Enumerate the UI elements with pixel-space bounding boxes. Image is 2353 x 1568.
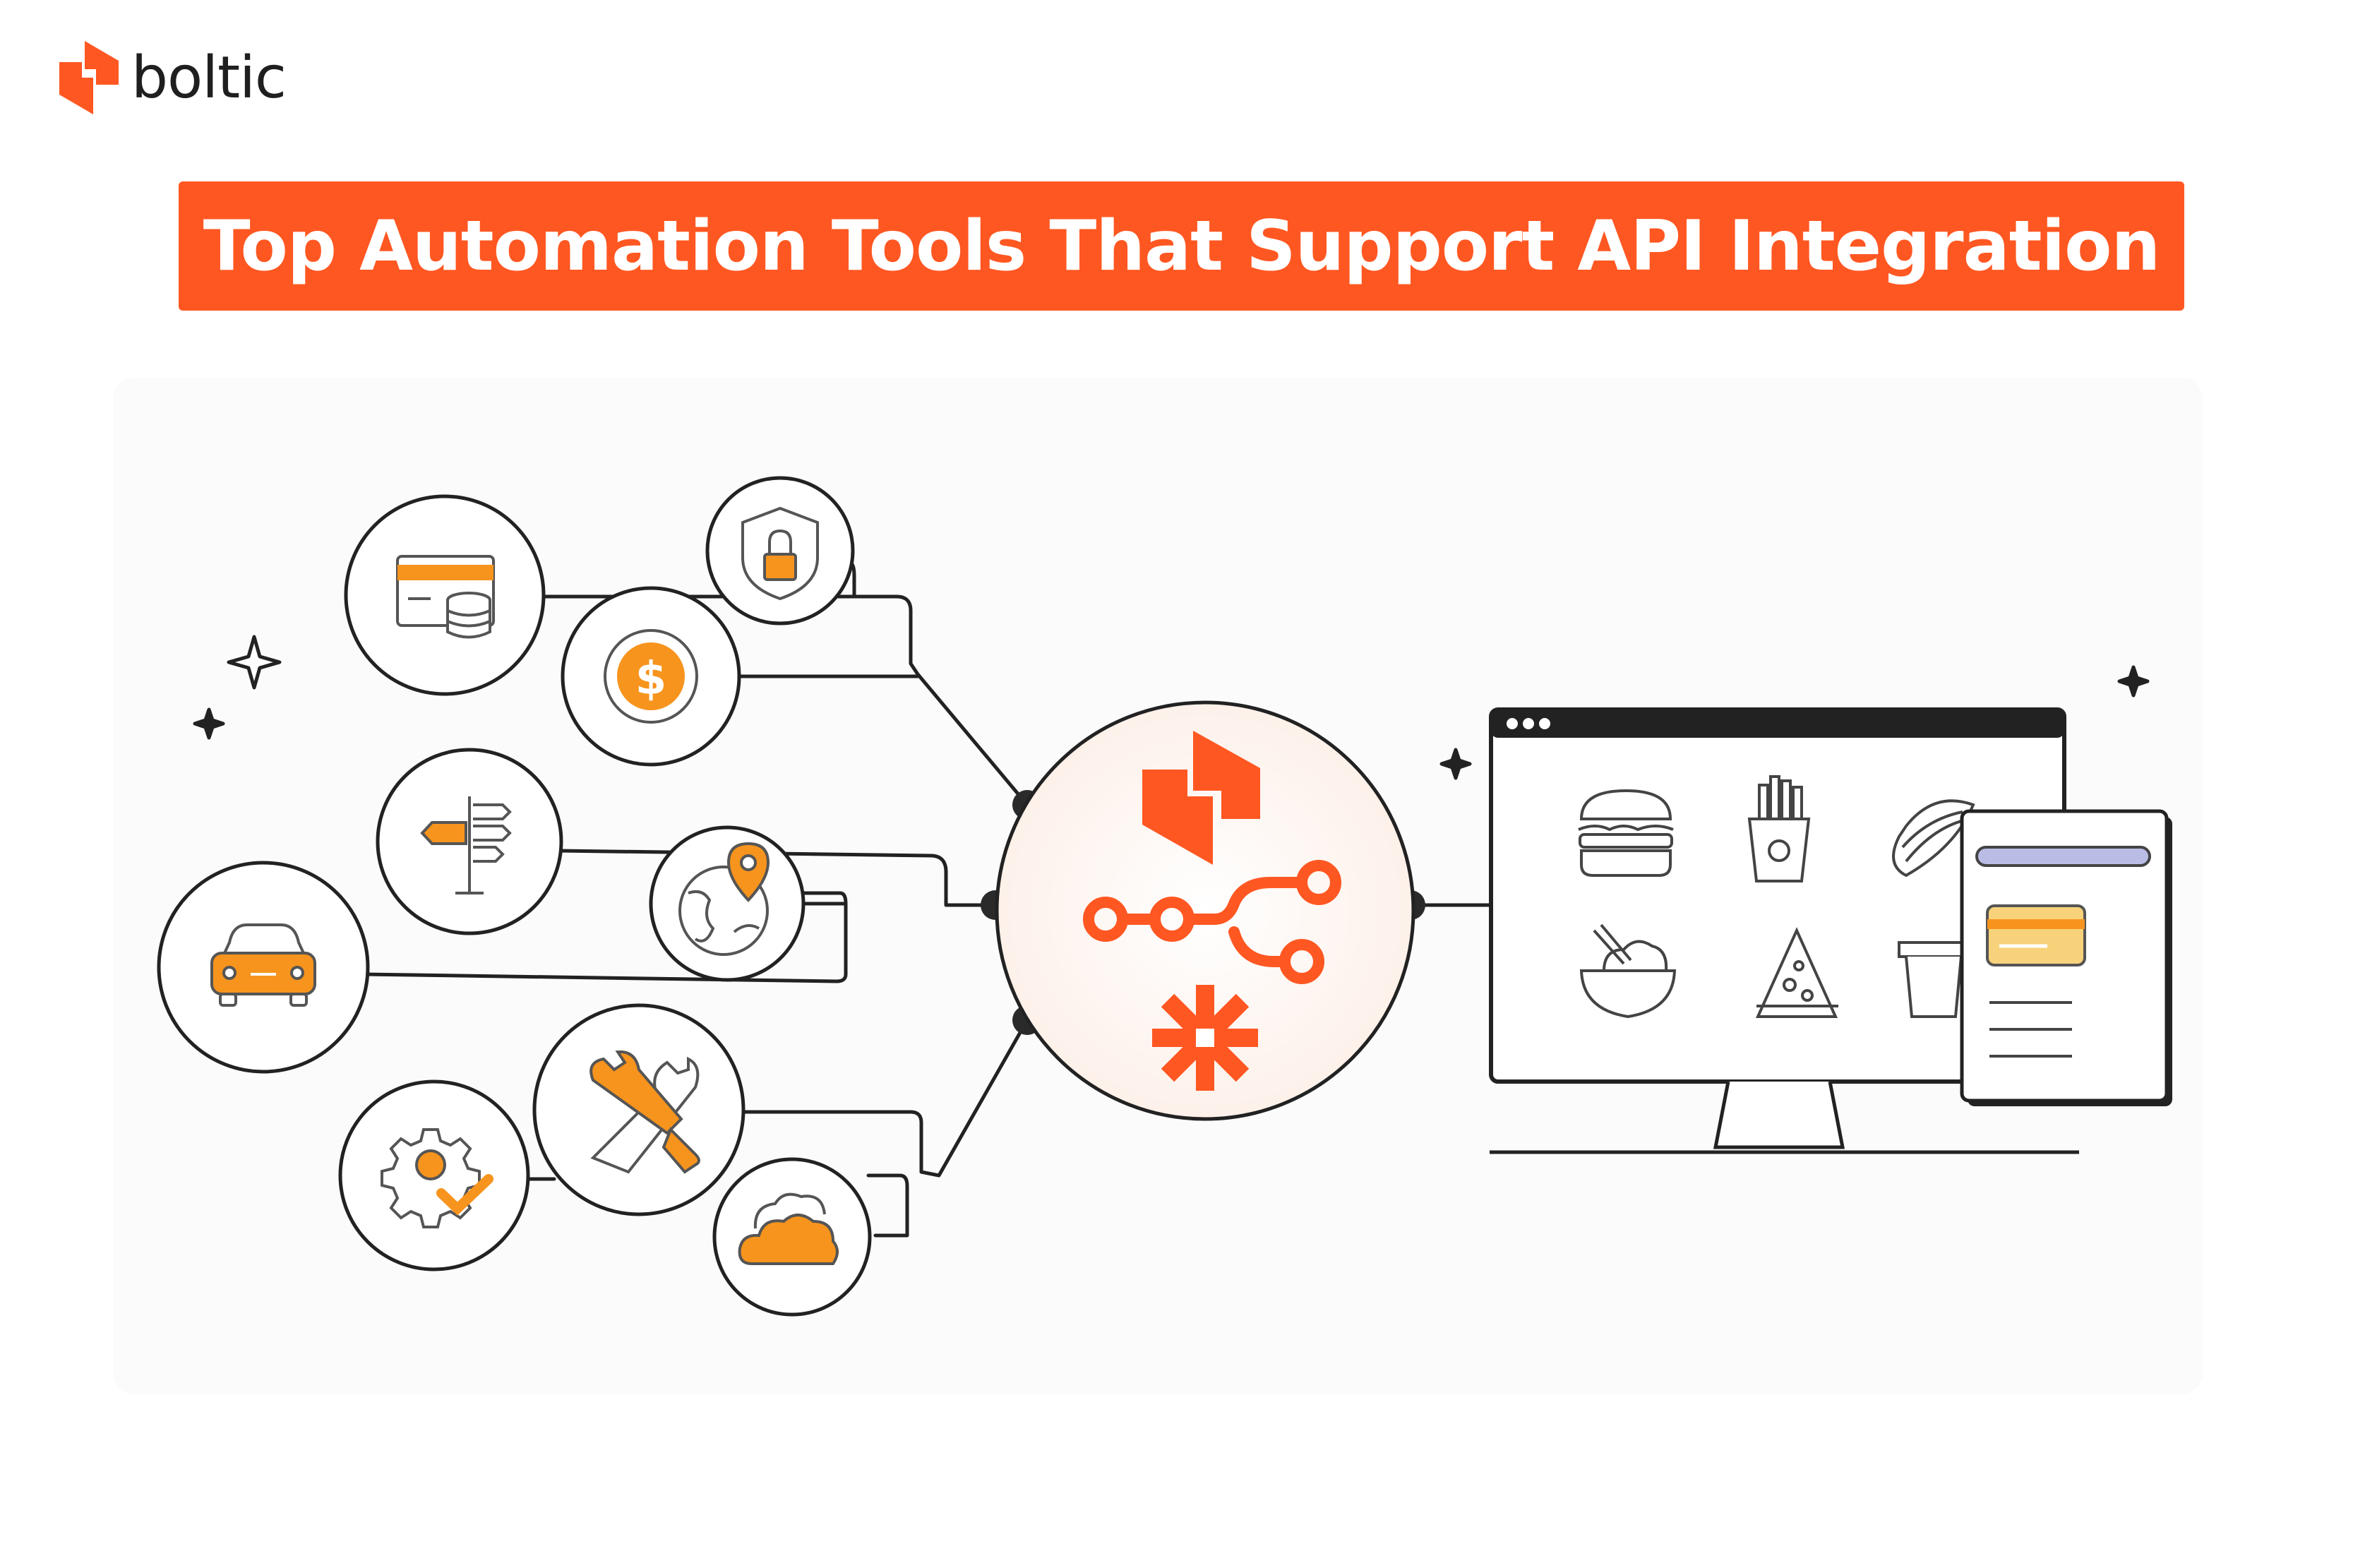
page-title: Top Automation Tools That Support API In… — [203, 205, 2161, 287]
connector-lines — [361, 559, 1492, 1238]
noodle-bowl-icon — [1579, 923, 1677, 1019]
gear-check-icon — [381, 1128, 493, 1228]
credit-card-icon — [1986, 904, 2086, 966]
cloud-node — [712, 1157, 872, 1317]
fries-icon — [1747, 775, 1811, 882]
sparkle-decorations — [193, 635, 2150, 780]
title-banner: Top Automation Tools That Support API In… — [179, 181, 2184, 311]
globe-node — [649, 825, 806, 982]
shopping-basket-icon — [1898, 941, 1964, 1018]
brand-name: boltic — [131, 44, 287, 112]
workflow-nodes-icon — [1083, 860, 1341, 984]
security-lock-icon — [741, 506, 819, 601]
signpost-node — [376, 748, 563, 935]
car-icon — [210, 923, 316, 1007]
signpost-icon — [420, 796, 512, 894]
burger-icon — [1578, 789, 1674, 877]
zapier-asterisk-icon — [1152, 985, 1258, 1091]
tools-node — [532, 1003, 746, 1216]
payment-node — [344, 494, 546, 696]
security-node — [705, 476, 855, 626]
automation-hub — [995, 700, 1415, 1121]
document-card — [1960, 809, 2172, 1106]
svg-text:$: $ — [635, 653, 667, 705]
pizza-slice-icon — [1755, 927, 1838, 1018]
brand-logo: boltic — [56, 41, 287, 114]
cloud-icon — [738, 1192, 839, 1265]
car-node — [157, 861, 370, 1074]
gear-node — [338, 1079, 530, 1271]
payment-database-icon — [396, 555, 495, 639]
boltic-logo-icon — [1142, 731, 1260, 865]
dollar-node: $ — [561, 586, 741, 767]
tools-wrench-icon — [589, 1050, 700, 1174]
boltic-logo-icon — [59, 41, 119, 114]
globe-location-icon — [678, 842, 770, 956]
dollar-coin-icon: $ — [604, 629, 698, 724]
